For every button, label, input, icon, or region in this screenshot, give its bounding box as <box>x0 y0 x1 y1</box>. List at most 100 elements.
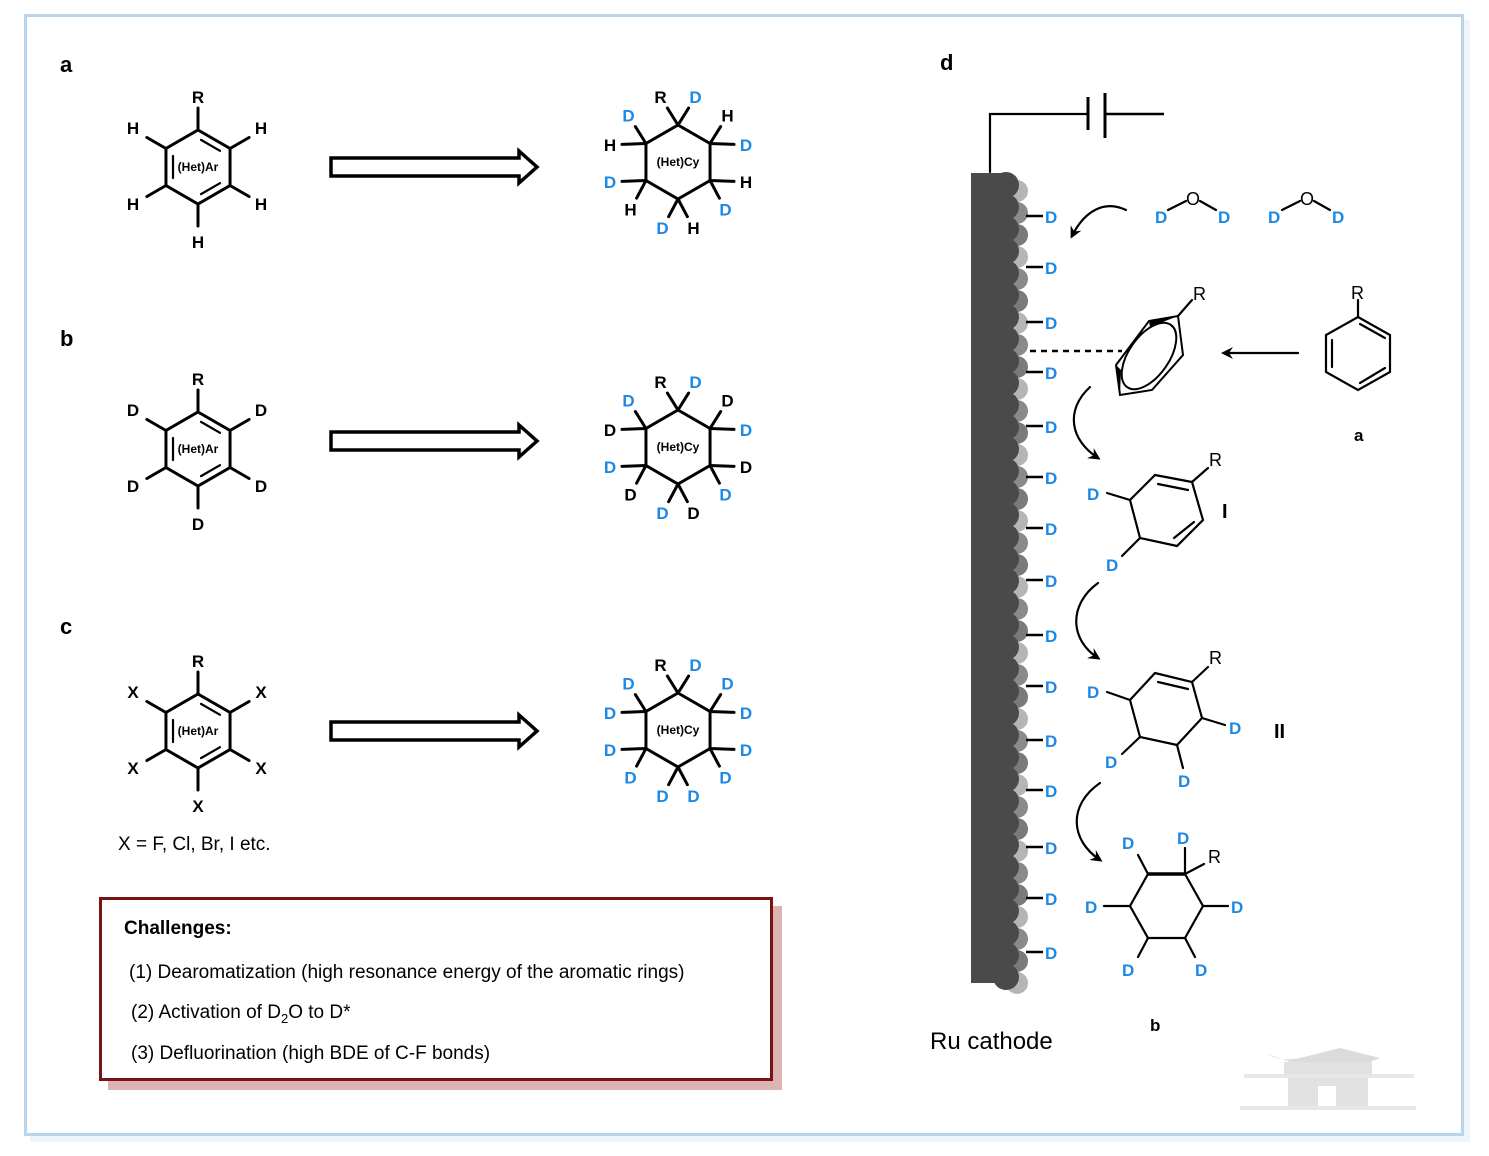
substituent: D <box>624 769 636 788</box>
surface-deuterium: D <box>1045 732 1057 751</box>
substituent: D <box>740 136 752 155</box>
surface-deuterium: D <box>1045 627 1057 646</box>
substituent: X <box>127 683 139 702</box>
surface-atom <box>993 546 1019 572</box>
substituent-R: R <box>654 656 666 675</box>
substituent-R: R <box>192 370 204 389</box>
substituent: D <box>622 107 634 126</box>
substituent: D <box>127 477 139 496</box>
substituent: H <box>127 195 139 214</box>
surface-deuterium: D <box>1045 259 1057 278</box>
svg-text:D: D <box>1155 208 1167 227</box>
substituent: D <box>604 421 616 440</box>
substituent: X <box>127 759 139 778</box>
panel-label-a: a <box>60 52 73 77</box>
surface-atom <box>993 854 1019 880</box>
product-b-label: b <box>1150 1016 1160 1035</box>
substituent: D <box>192 515 204 534</box>
ring-center-label: (Het)Ar <box>178 160 219 174</box>
surface-deuterium: D <box>1045 469 1057 488</box>
surface-atom <box>993 788 1019 814</box>
substituent: D <box>604 173 616 192</box>
svg-text:D: D <box>1105 753 1117 772</box>
surface-atom <box>993 414 1019 440</box>
substituent: D <box>604 704 616 723</box>
surface-deuterium: D <box>1045 782 1057 801</box>
halogen-note: X = F, Cl, Br, I etc. <box>118 834 271 855</box>
ring-center-label: (Het)Cy <box>657 723 700 737</box>
substituent: D <box>719 769 731 788</box>
svg-text:R: R <box>1351 283 1364 303</box>
surface-atom <box>993 326 1019 352</box>
substituent: D <box>127 401 139 420</box>
substituent-R: R <box>654 88 666 107</box>
ring-center-label: (Het)Cy <box>657 440 700 454</box>
surface-atom <box>993 590 1019 616</box>
surface-atom <box>993 832 1019 858</box>
panel-label-d: d <box>940 50 953 75</box>
surface-atom <box>993 304 1019 330</box>
substituent: D <box>624 486 636 505</box>
surface-atom <box>993 524 1019 550</box>
substituent: D <box>687 787 699 806</box>
surface-atom <box>993 392 1019 418</box>
substituent: D <box>656 219 668 238</box>
substituent: D <box>255 401 267 420</box>
svg-text:D: D <box>1085 898 1097 917</box>
surface-atom <box>993 194 1019 220</box>
challenge-item-3: (3) Defluorination (high BDE of C-F bond… <box>131 1043 491 1064</box>
surface-deuterium: D <box>1045 364 1057 383</box>
svg-text:D: D <box>1087 683 1099 702</box>
substituent: D <box>656 787 668 806</box>
substituent: D <box>721 392 733 411</box>
substituent-R: R <box>192 88 204 107</box>
step-arrow-2 <box>1075 581 1101 660</box>
substituent: H <box>721 107 733 126</box>
surface-atom <box>993 502 1019 528</box>
substituent: D <box>740 704 752 723</box>
circuit-wire <box>988 93 1164 174</box>
substituent: H <box>624 201 636 220</box>
substituent: H <box>255 119 267 138</box>
substituent: D <box>721 675 733 694</box>
electrode-label: Ru cathode <box>930 1028 1053 1055</box>
surface-atom <box>993 172 1019 198</box>
svg-text:D: D <box>1268 208 1280 227</box>
surface-atom <box>993 678 1019 704</box>
surface-atom <box>993 436 1019 462</box>
substituent: D <box>719 486 731 505</box>
surface-atom <box>993 370 1019 396</box>
surface-deuterium: D <box>1045 418 1057 437</box>
substituent: H <box>255 195 267 214</box>
intermediate-I: R D D I <box>1087 450 1228 575</box>
substituent-R: R <box>654 373 666 392</box>
substituent: H <box>687 219 699 238</box>
surface-deuterium: D <box>1045 520 1057 539</box>
surface-atom <box>993 634 1019 660</box>
svg-text:R: R <box>1193 284 1206 304</box>
surface-atom <box>993 282 1019 308</box>
substituent: D <box>687 504 699 523</box>
ring-center-label: (Het)Ar <box>178 724 219 738</box>
svg-text:D: D <box>1178 772 1190 791</box>
svg-text:D: D <box>1122 961 1134 980</box>
surface-atom <box>993 964 1019 990</box>
challenge-item-2: (2) Activation of D2O to D* <box>131 1002 351 1026</box>
panel-label-c: c <box>60 614 72 639</box>
step-arrow-3 <box>1075 781 1103 862</box>
watermark-logo <box>1240 1048 1416 1110</box>
surface-atom <box>993 700 1019 726</box>
d2o-molecule-1: D O D <box>1155 189 1230 227</box>
intermediate-II-label: II <box>1274 721 1285 743</box>
surface-deuterium: D <box>1045 678 1057 697</box>
reaction-arrow-c <box>329 711 540 751</box>
surface-atom <box>993 898 1019 924</box>
svg-text:D: D <box>1218 208 1230 227</box>
substituent: D <box>604 741 616 760</box>
surface-deuterium: D <box>1045 944 1057 963</box>
intermediate-I-label: I <box>1222 501 1228 523</box>
substrate-label: a <box>1354 426 1364 445</box>
ru-cathode-electrode <box>971 172 1028 994</box>
